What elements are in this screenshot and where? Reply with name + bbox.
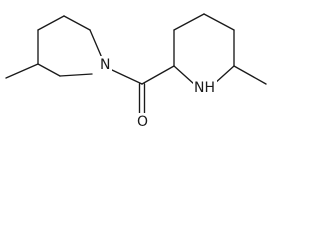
bond-n1-c2: [59, 73, 93, 77]
bond-c6-n1: [89, 29, 103, 59]
bond-nh-c2prime: [173, 65, 195, 85]
ring-6-methylpiperidine: [173, 13, 267, 85]
nh-label: NH: [194, 80, 215, 96]
bond-c3prime-c4prime: [173, 13, 205, 31]
amide-linker: [111, 65, 175, 115]
bond-c3-methyl: [5, 63, 39, 79]
bond-c2-c3: [37, 63, 61, 77]
bond-n1-carbonyl: [111, 69, 143, 85]
bond-c6prime-nh: [213, 65, 235, 85]
oxygen-label: O: [137, 114, 148, 130]
bond-c6prime-methyl: [233, 65, 267, 85]
bond-c4-c5: [37, 15, 65, 31]
bond-c5-c6: [63, 15, 91, 31]
nitrogen-label: N: [100, 57, 110, 73]
bond-carbonyl-c2prime: [141, 65, 175, 85]
bond-c4prime-c5prime: [203, 13, 235, 31]
ring-3-methylpiperidine: [5, 15, 103, 79]
structure-diagram: N O NH: [5, 13, 267, 131]
